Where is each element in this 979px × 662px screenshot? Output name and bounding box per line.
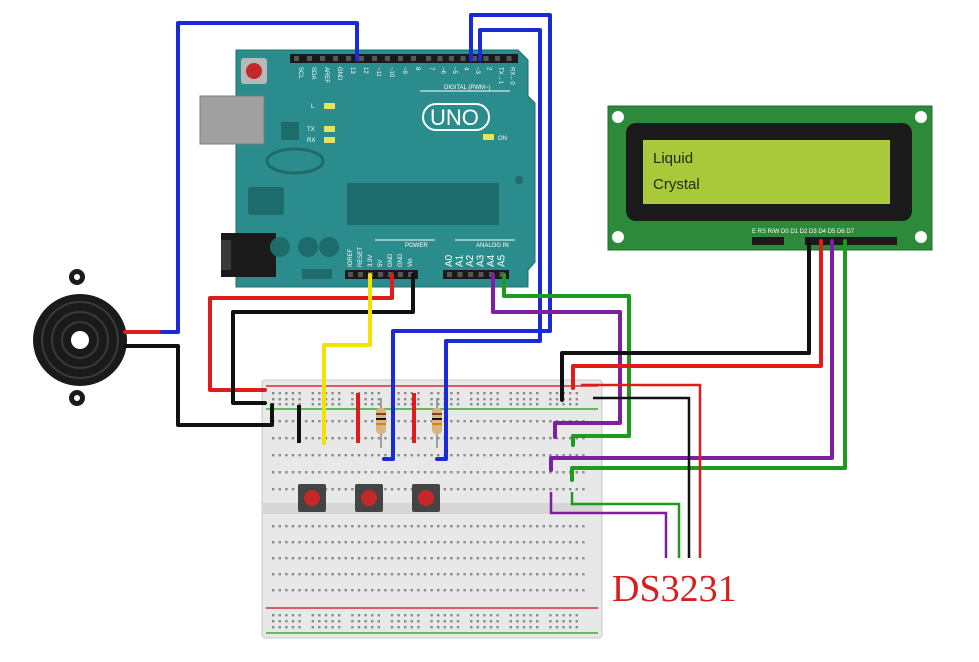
wire-ds-sda: [549, 492, 668, 558]
pin-label: SDA: [310, 67, 316, 79]
analog-in-label: ANALOG IN: [476, 243, 509, 249]
pin-label: 13: [349, 67, 355, 74]
wires: [123, 13, 847, 558]
arduino-uno-board: DIGITAL (PWM~) POWER ANALOG IN SCL SDA ARE…: [199, 49, 536, 288]
pin-label: ~10: [388, 67, 394, 78]
pin-label: ~6: [440, 67, 446, 75]
analog-pin-label: A3: [476, 254, 487, 267]
wire-pin2: [382, 13, 552, 461]
lcd-pin-labels: E RS R/W D0 D1 D2 D3 D4 D5 D6 D7: [752, 229, 855, 235]
ds3231-label: DS3231: [612, 568, 737, 610]
uno-logo-text: UNO: [430, 105, 479, 130]
pin-label: GND: [336, 67, 342, 81]
led-rx-label: RX: [307, 138, 315, 144]
pin-label: RX←0: [509, 67, 515, 85]
power-label: POWER: [405, 243, 428, 249]
analog-pin-label: A5: [497, 254, 508, 267]
pin-label: 2: [486, 67, 492, 71]
push-button-1: [298, 484, 326, 512]
wire-lcd-scl: [570, 239, 847, 482]
wire-lcd-gnd: [560, 239, 811, 402]
wire-ds-vcc: [581, 383, 702, 558]
wire-lcd-vcc: [571, 239, 823, 390]
lcd-line-2: Crystal: [653, 176, 700, 193]
power-pin-label: Vin: [408, 258, 414, 267]
analog-pin-label: A1: [455, 254, 466, 267]
pin-label: ~3: [474, 67, 480, 75]
wire-ds-scl: [570, 492, 681, 558]
power-pin-label: 5V: [378, 260, 384, 267]
wire-3v3: [322, 273, 372, 445]
wire-buzzer-to-pin12: [160, 21, 359, 334]
led-tx: [324, 126, 335, 132]
pin-label: TX→1: [497, 67, 503, 85]
push-button-3: [412, 484, 440, 512]
digital-pwm-label: DIGITAL (PWM~): [444, 85, 491, 91]
pin-label: ~11: [375, 67, 381, 77]
led-l-label: L: [311, 104, 315, 110]
lcd-line-1: Liquid: [653, 150, 693, 167]
pin-label: SCL: [297, 67, 303, 79]
wire-buzzer-gnd: [123, 344, 274, 427]
led-l: [324, 103, 335, 109]
pin-label: ~5: [451, 67, 457, 75]
led-on-label: ON: [498, 136, 507, 142]
wire-lcd-sda: [549, 239, 834, 472]
resistor-2: [432, 398, 442, 448]
push-button-2: [355, 484, 383, 512]
wire-gnd: [231, 273, 415, 405]
power-pin-label: 3.3V: [368, 255, 374, 267]
resistor-1: [376, 398, 386, 448]
led-on: [483, 134, 494, 140]
pin-label: 8: [414, 67, 420, 71]
usb-port: [199, 95, 265, 145]
uno-logo: [422, 103, 490, 131]
pin-label: AREF: [323, 67, 329, 83]
power-pin-label: IOREF: [348, 248, 354, 267]
wire-pin3: [435, 28, 542, 461]
wire-ds-gnd: [593, 396, 691, 558]
pin-label: 7: [428, 67, 434, 71]
wire-5v: [208, 273, 394, 392]
lcd-module: Liquid Crystal E RS R/W D0 D1 D2 D3 D4 D…: [607, 105, 933, 251]
analog-pin-label: A4: [486, 254, 497, 267]
pin-label: ~9: [401, 67, 407, 75]
power-pin-label: RESET: [358, 247, 364, 267]
lcd-screen: [643, 140, 890, 204]
power-pin-label: GND: [388, 253, 394, 267]
pin-label: 4: [463, 67, 469, 71]
analog-pin-label: A2: [465, 254, 476, 267]
pin-label: 12: [362, 67, 368, 74]
power-pin-label: GND: [398, 253, 404, 267]
piezo-buzzer: [33, 269, 127, 406]
led-tx-label: TX: [307, 127, 315, 133]
led-rx: [324, 137, 335, 143]
analog-pin-label: A0: [444, 254, 455, 267]
